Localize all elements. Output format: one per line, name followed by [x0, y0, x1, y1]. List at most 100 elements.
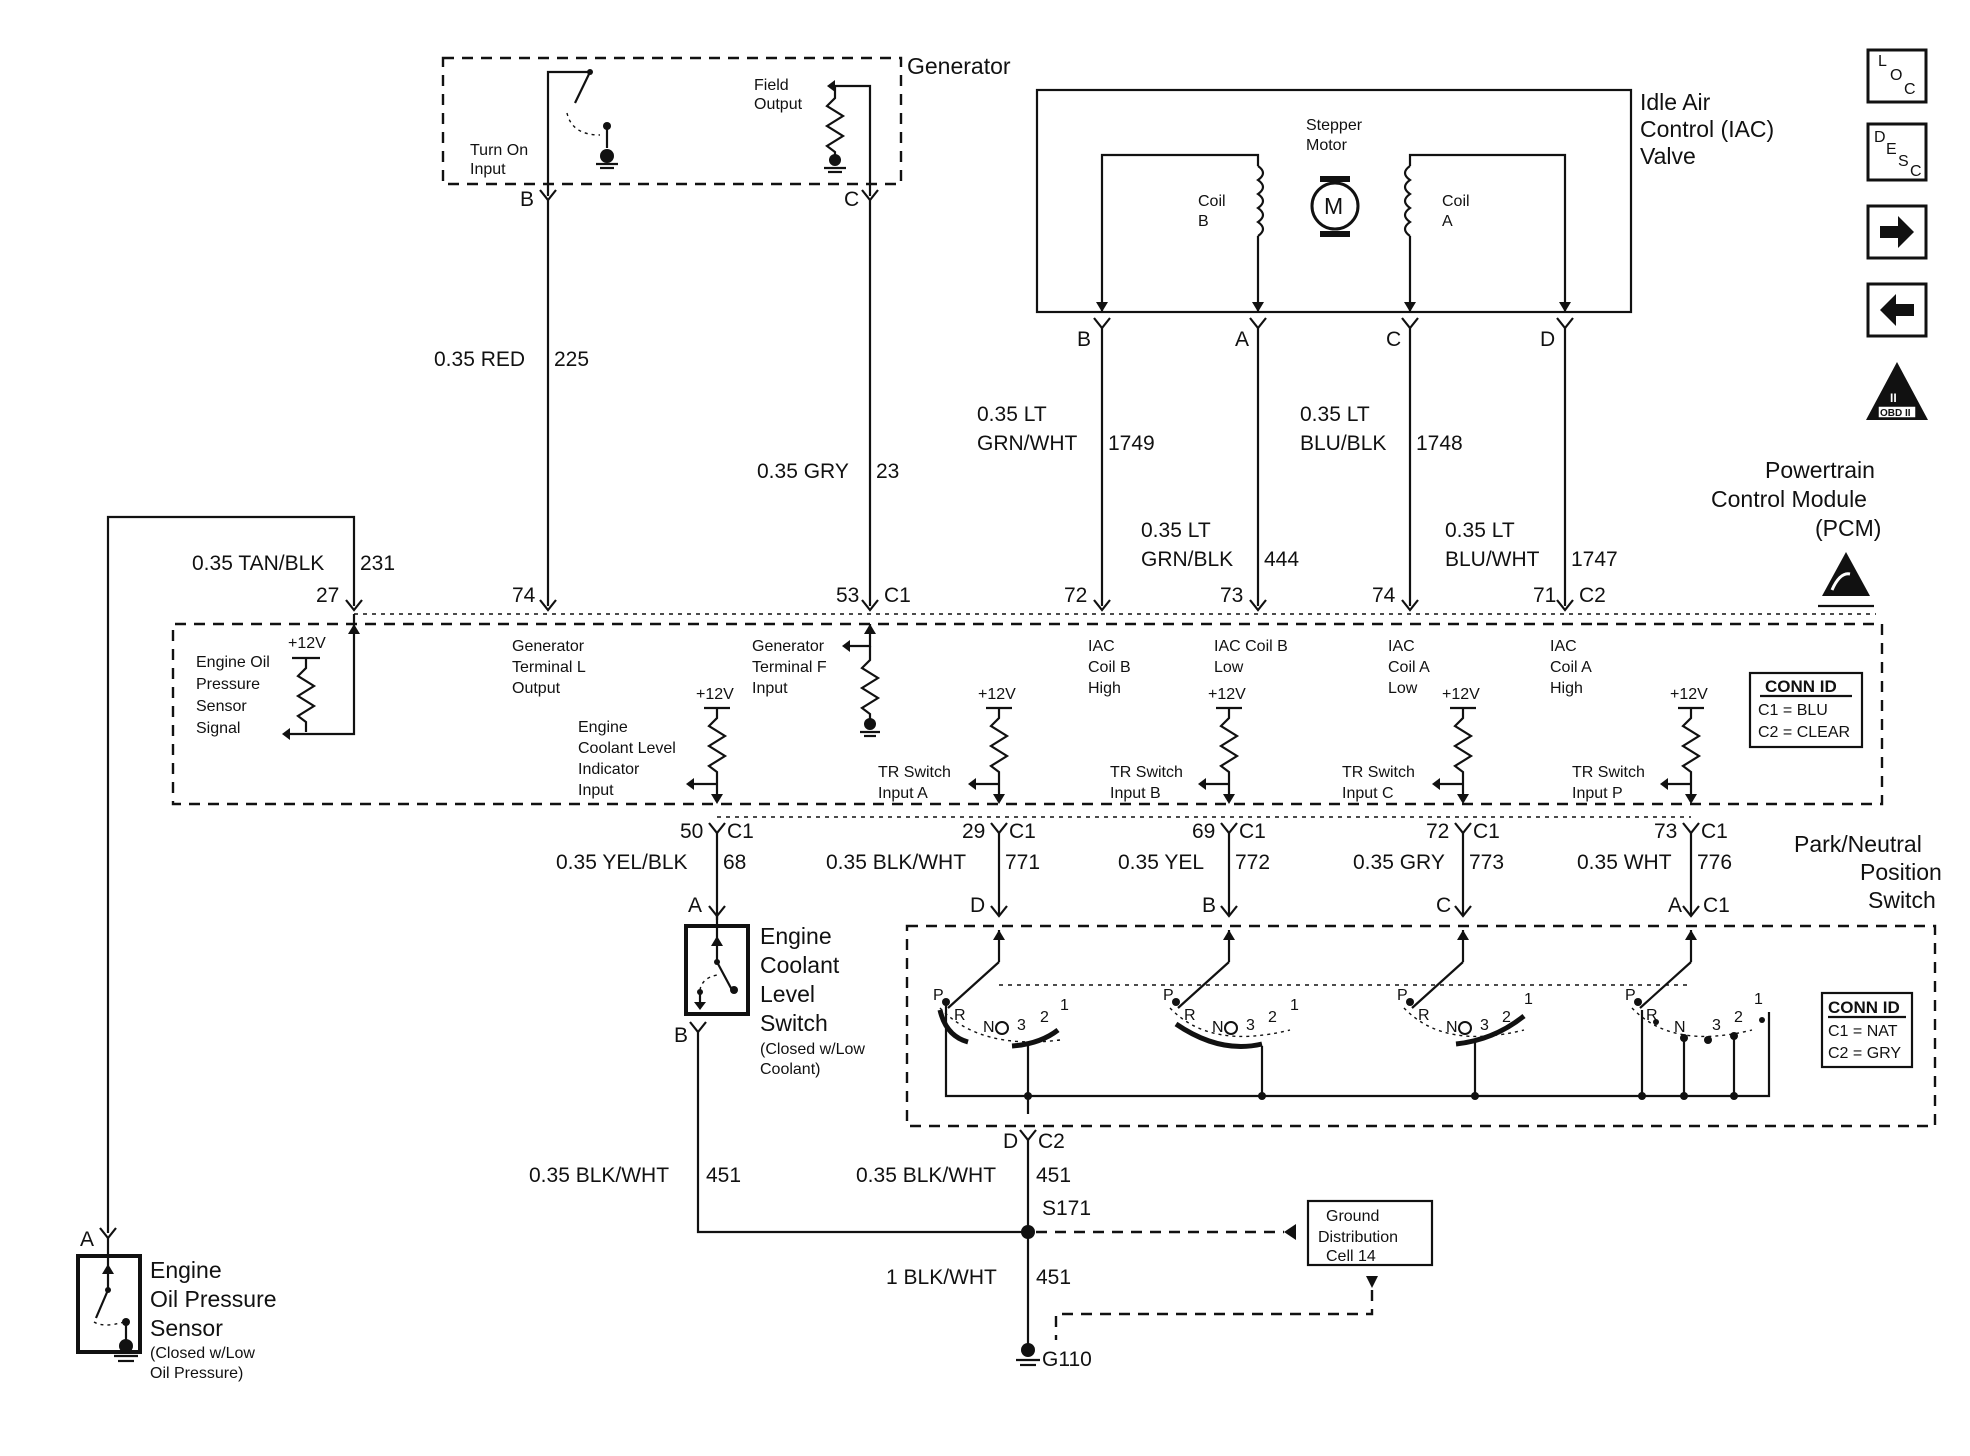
coolant-pin-b: B [674, 1024, 688, 1047]
coil-a-label-1: Coil [1442, 193, 1470, 210]
loc-icon-o: O [1890, 67, 1902, 84]
oil-signal-label-4: Signal [196, 720, 240, 737]
tra-plus12v: +12V [978, 686, 1016, 703]
pnp4-n: N [1674, 1019, 1686, 1036]
arrow-left-icon[interactable] [1866, 282, 1928, 338]
trb-plus12v: +12V [1208, 686, 1246, 703]
pnp2-r: R [1184, 1007, 1196, 1024]
iac-bh-label-2: Coil B [1088, 659, 1131, 676]
ground-dist-l2: Distribution [1318, 1229, 1398, 1246]
loc-icon-c: C [1904, 81, 1916, 98]
pcm-pin-74a: 74 [512, 584, 536, 607]
iac-bl-label-2: Low [1214, 659, 1244, 676]
iac-ah-label-2: Coil A [1550, 659, 1592, 676]
pnp4-2: 2 [1734, 1009, 1743, 1026]
trp-label-1: TR Switch [1572, 764, 1645, 781]
ground-symbol [1016, 1343, 1040, 1367]
wire-773-color: 0.35 GRY [1353, 851, 1445, 874]
coolant-title-3: Level [760, 981, 815, 1007]
iac-bh-label-1: IAC [1088, 638, 1115, 655]
coil-a-label-2: A [1442, 213, 1453, 230]
coil-b-label-1: Coil [1198, 193, 1226, 210]
pnp3-2: 2 [1502, 1009, 1511, 1026]
pcm-pin-73b: 73 [1654, 820, 1677, 843]
obd-ii-label: OBD II [1880, 408, 1911, 419]
gen-l-label-3: Output [512, 680, 561, 697]
ecl-label-1: Engine [578, 719, 628, 736]
wire-23-circuit: 23 [876, 460, 899, 483]
iac-pin-a: A [1235, 328, 1249, 351]
wire-451c-color: 1 BLK/WHT [886, 1266, 997, 1289]
pnp1-2: 2 [1040, 1009, 1049, 1026]
wire-1748-circuit: 1748 [1416, 432, 1463, 455]
pnp-out-c2: C2 [1038, 1130, 1065, 1153]
loc-icon-l: L [1878, 53, 1887, 70]
pcm-pin-50: 50 [680, 820, 703, 843]
ecl-label-2: Coolant Level [578, 740, 676, 757]
pcm-conn-id-title: CONN ID [1765, 677, 1837, 696]
oil-signal-label-1: Engine Oil [196, 654, 270, 671]
pnp-title-3: Switch [1868, 887, 1936, 913]
oil-sensor-title-2: Oil Pressure [150, 1286, 277, 1312]
trp-label-2: Input P [1572, 785, 1623, 802]
pnp-pin-a: A [1668, 894, 1682, 917]
pcm-pin-29: 29 [962, 820, 985, 843]
oil-sensor-title-3: Sensor [150, 1315, 223, 1341]
desc-icon[interactable]: D E S C [1866, 122, 1928, 182]
pnp1-3: 3 [1017, 1017, 1026, 1034]
arrow-right-icon[interactable] [1866, 204, 1928, 260]
gen-l-label-2: Terminal L [512, 659, 586, 676]
loc-icon[interactable]: L O C [1866, 48, 1928, 104]
trc-label-1: TR Switch [1342, 764, 1415, 781]
wire-1747-color-2: BLU/WHT [1445, 548, 1540, 571]
wire-451b-circuit: 451 [1036, 1164, 1071, 1187]
wire-444-circuit: 444 [1264, 548, 1299, 571]
iac-al-label-2: Coil A [1388, 659, 1430, 676]
pnp4-p: P [1625, 987, 1636, 1004]
pcm-pin-72b: 72 [1426, 820, 1449, 843]
turn-on-label-2: Input [470, 161, 506, 178]
pnp-title-1: Park/Neutral [1794, 831, 1922, 857]
trc-plus12v: +12V [1442, 686, 1480, 703]
iac-ah-label-3: High [1550, 680, 1583, 697]
oil-signal-label-3: Sensor [196, 698, 247, 715]
pnp-conn-id-c2: C2 = GRY [1828, 1045, 1901, 1062]
wire-225-circuit: 225 [554, 348, 589, 371]
pnp1-n: N [983, 1019, 995, 1036]
wire-231-circuit: 231 [360, 552, 395, 575]
wire-1747-color-1: 0.35 LT [1445, 519, 1515, 542]
pcm-conn-c2-top: C2 [1579, 584, 1606, 607]
pnp-conn-id-title: CONN ID [1828, 998, 1900, 1017]
gen-f-label-1: Generator [752, 638, 825, 655]
wire-772-color: 0.35 YEL [1118, 851, 1204, 874]
stepper-label-1: Stepper [1306, 117, 1363, 134]
trp-plus12v: +12V [1670, 686, 1708, 703]
pcm-conn-id: CONN ID C1 = BLU C2 = CLEAR [1748, 671, 1864, 749]
wire-773-circuit: 773 [1469, 851, 1504, 874]
generator: Generator Turn On Input Field Output B C [441, 53, 1011, 211]
iac-al-label-1: IAC [1388, 638, 1415, 655]
wire-1749-color-2: GRN/WHT [977, 432, 1077, 455]
wire-451c-circuit: 451 [1036, 1266, 1071, 1289]
pnp-conn-id-c1: C1 = NAT [1828, 1023, 1898, 1040]
obd-ii-icon[interactable]: OBD II II [1866, 362, 1928, 420]
pcm: Powertrain Control Module (PCM) 27 74 53… [171, 457, 1884, 843]
coolant-title-4: Switch [760, 1010, 828, 1036]
pcm-pin-69: 69 [1192, 820, 1215, 843]
pnp-out-d: D [1003, 1130, 1018, 1153]
wire-771-circuit: 771 [1005, 851, 1040, 874]
pnp2-3: 3 [1246, 1017, 1255, 1034]
pcm-pin-27: 27 [316, 584, 339, 607]
wire-1747-circuit: 1747 [1571, 548, 1618, 571]
wire-776-color: 0.35 WHT [1577, 851, 1672, 874]
wire-451a-color: 0.35 BLK/WHT [529, 1164, 669, 1187]
oil-pressure-sensor: A Engine Oil Pressure Sensor (Closed w/L… [76, 1227, 277, 1382]
iac-pin-c: C [1386, 328, 1401, 351]
trb-label-1: TR Switch [1110, 764, 1183, 781]
ground-g110: G110 [1042, 1348, 1092, 1371]
pnp-title-2: Position [1860, 859, 1942, 885]
wire-1748-color-1: 0.35 LT [1300, 403, 1370, 426]
wire-771-color: 0.35 BLK/WHT [826, 851, 966, 874]
iac-pin-b: B [1077, 328, 1091, 351]
stepper-label-2: Motor [1306, 137, 1348, 154]
